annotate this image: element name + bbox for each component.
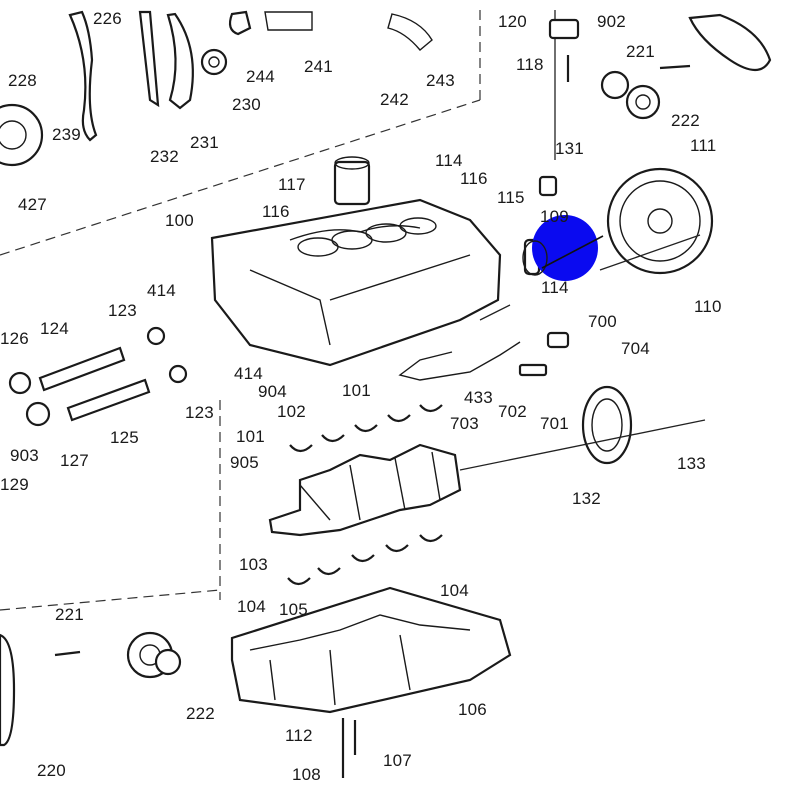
label-222-top: 222 [671, 111, 700, 130]
label-239: 239 [52, 125, 81, 144]
label-242: 242 [380, 90, 409, 109]
label-103: 103 [239, 555, 268, 574]
label-116: 116 [262, 202, 290, 221]
label-222: 222 [186, 704, 215, 723]
label-107: 107 [383, 751, 412, 770]
label-123-top: 123 [108, 301, 137, 320]
label-125: 125 [110, 428, 139, 447]
label-129: 129 [0, 475, 29, 494]
crankshaft [268, 443, 462, 537]
label-230: 230 [232, 95, 261, 114]
leader-lines [459, 234, 706, 471]
label-231: 231 [190, 133, 219, 152]
label-220: 220 [37, 761, 66, 780]
label-114-top: 114 [435, 151, 463, 170]
small-parts [54, 18, 691, 778]
highlighted-part-109 [522, 215, 604, 281]
label-232: 232 [150, 147, 179, 166]
label-704: 704 [621, 339, 650, 358]
label-115: 115 [497, 188, 525, 207]
label-123: 123 [185, 403, 214, 422]
label-120: 120 [498, 12, 527, 31]
engine-block [210, 156, 502, 367]
label-114: 114 [541, 278, 569, 297]
label-244: 244 [246, 67, 275, 86]
lower-crankcase [230, 586, 512, 714]
label-414: 414 [234, 364, 263, 383]
label-106: 106 [458, 700, 487, 719]
label-102: 102 [277, 402, 306, 421]
belts [0, 13, 772, 747]
label-226: 226 [93, 9, 122, 28]
label-700: 700 [588, 312, 617, 331]
timing-chain [68, 10, 433, 142]
label-133: 133 [677, 454, 706, 473]
sprockets [0, 48, 714, 679]
label-127: 127 [60, 451, 89, 470]
label-131: 131 [555, 139, 584, 158]
label-124: 124 [40, 319, 69, 338]
label-101: 101 [236, 427, 265, 446]
label-221-top: 221 [626, 42, 655, 61]
label-414-top: 414 [147, 281, 176, 300]
label-221: 221 [55, 605, 84, 624]
label-701: 701 [540, 414, 569, 433]
label-111: 111 [690, 136, 717, 155]
label-902: 902 [597, 12, 626, 31]
label-132: 132 [572, 489, 601, 508]
bearing-shells [287, 404, 443, 586]
label-104: 104 [237, 597, 266, 616]
label-703: 703 [450, 414, 479, 433]
label-228: 228 [8, 71, 37, 90]
label-702: 702 [498, 402, 527, 421]
label-905: 905 [230, 453, 259, 472]
label-433: 433 [464, 388, 493, 407]
rear-seal [581, 385, 633, 465]
label-108: 108 [292, 765, 321, 784]
label-100: 100 [165, 211, 194, 230]
label-116-top: 116 [460, 169, 488, 188]
label-101-top: 101 [342, 381, 371, 400]
label-112: 112 [285, 726, 313, 745]
label-243: 243 [426, 71, 455, 90]
label-241: 241 [304, 57, 333, 76]
label-104-right: 104 [440, 581, 469, 600]
camshafts [8, 326, 188, 427]
label-117: 117 [278, 175, 306, 194]
label-110: 110 [694, 297, 722, 316]
label-904: 904 [258, 382, 287, 401]
label-109: 109 [540, 207, 569, 226]
label-126: 126 [0, 329, 29, 348]
label-105: 105 [279, 600, 308, 619]
label-903: 903 [10, 446, 39, 465]
label-427: 427 [18, 195, 47, 214]
label-118: 118 [516, 55, 544, 74]
